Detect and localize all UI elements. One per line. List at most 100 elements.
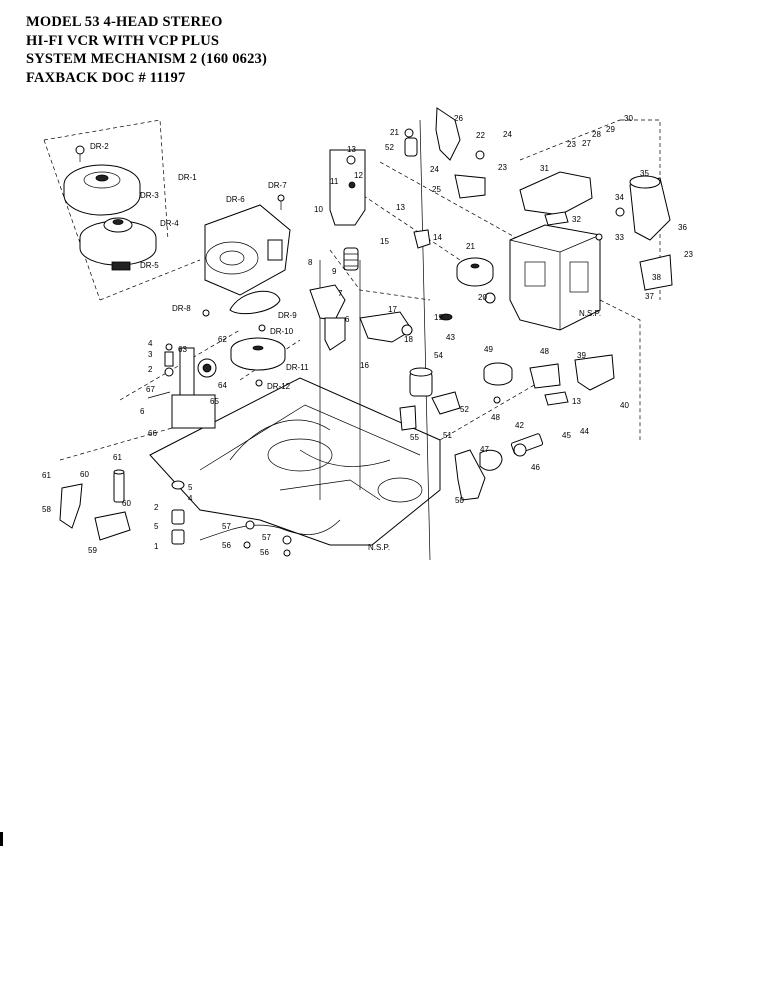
pin-stack-1-5 — [164, 343, 174, 377]
label-p57b: 57 — [262, 533, 271, 542]
part-14 — [413, 229, 431, 249]
label-p23c: 23 — [684, 250, 693, 259]
label-p8: 8 — [308, 258, 313, 267]
label-p66: 66 — [148, 429, 157, 438]
gear-18 — [401, 324, 413, 336]
screw-dr7 — [277, 194, 285, 210]
label-p11: 11 — [330, 177, 339, 186]
guide-50 — [454, 449, 486, 501]
label-p45: 45 — [562, 431, 571, 440]
label-p62: 62 — [218, 335, 227, 344]
label-dr3: DR-3 — [140, 191, 159, 200]
label-p49: 49 — [484, 345, 493, 354]
pin-stack-1-5-lower — [171, 480, 185, 545]
lever-6 — [324, 317, 346, 351]
post-61 — [113, 469, 125, 503]
label-p44: 44 — [580, 427, 589, 436]
label-p16: 16 — [360, 361, 369, 370]
label-p60b: 60 — [122, 499, 131, 508]
spring-9 — [343, 247, 359, 271]
label-p12: 12 — [354, 171, 363, 180]
label-p38: 38 — [652, 273, 661, 282]
pulley-dr4 — [79, 217, 157, 266]
faxback-doc-number: FAXBACK DOC # 11197 — [26, 69, 186, 86]
label-p55: 55 — [410, 433, 419, 442]
screw-dr2 — [75, 145, 85, 162]
label-p13b: 13 — [396, 203, 405, 212]
label-nsp1: N.S.P. — [579, 309, 601, 318]
label-p76: 26 — [454, 114, 463, 123]
pinch-roller-53 — [409, 367, 433, 397]
leader-lines — [43, 119, 661, 561]
label-p23: 23 — [498, 163, 507, 172]
label-p58: 58 — [42, 505, 51, 514]
label-dr9: DR-9 — [278, 311, 297, 320]
part-57b — [282, 535, 292, 545]
spring-43 — [544, 391, 569, 406]
product-subtitle: HI-FI VCR WITH VCP PLUS — [26, 32, 220, 49]
label-p30: 30 — [624, 114, 633, 123]
drive-frame-dr6 — [204, 204, 291, 296]
label-p60: 60 — [80, 470, 89, 479]
label-p21: 21 — [390, 128, 399, 137]
main-block-right — [509, 224, 601, 331]
part-57 — [245, 520, 255, 530]
gear-21 — [456, 257, 494, 287]
arm-assembly-74-76 — [404, 107, 486, 199]
label-p61b: 61 — [42, 471, 51, 480]
label-nsp2: N.S.P. — [368, 543, 390, 552]
label-p3: 3 — [148, 350, 153, 359]
label-p47: 47 — [480, 445, 489, 454]
part-55 — [399, 405, 417, 431]
label-p5b: 5 — [154, 522, 159, 531]
label-p2: 2 — [148, 365, 153, 374]
label-p64: 64 — [218, 381, 227, 390]
label-p18: 18 — [404, 335, 413, 344]
label-p65: 65 — [210, 397, 219, 406]
part-labels: DR-2 DR-1 DR-3 DR-4 DR-5 DR-6 DR-7 DR-8 … — [42, 114, 693, 557]
label-dr2: DR-2 — [90, 142, 109, 151]
label-dr11: DR-11 — [286, 363, 309, 372]
part-33 — [595, 233, 603, 241]
motor-35-36 — [629, 175, 671, 241]
screw-dr8 — [202, 309, 210, 317]
label-dr7: DR-7 — [268, 181, 287, 190]
label-p6b: 6 — [345, 315, 350, 324]
label-p56b: 56 — [260, 548, 269, 557]
arm-7 — [309, 284, 346, 321]
label-p48b: 48 — [491, 413, 500, 422]
label-dr1: DR-1 — [178, 173, 197, 182]
part-39 — [574, 354, 615, 391]
label-p52b: 52 — [460, 405, 469, 414]
label-p36: 36 — [678, 223, 687, 232]
label-p19: 19 — [434, 313, 443, 322]
label-p75: 25 — [432, 185, 441, 194]
bracket-37-38 — [639, 254, 673, 291]
model-title: MODEL 53 4-HEAD STEREO — [26, 14, 223, 30]
label-p23b: 23 — [567, 140, 576, 149]
screw-56b — [283, 549, 291, 557]
label-p39: 39 — [577, 351, 586, 360]
label-p28: 28 — [592, 130, 601, 139]
gear-49 — [483, 362, 513, 386]
label-p21b: 21 — [466, 242, 475, 251]
label-p61: 61 — [113, 453, 122, 462]
label-p48: 48 — [540, 347, 549, 356]
label-p17: 17 — [388, 305, 397, 314]
label-p6: 6 — [140, 407, 145, 416]
label-p34: 34 — [615, 193, 624, 202]
label-p51: 51 — [443, 431, 452, 440]
label-p33: 33 — [615, 233, 624, 242]
part-19 — [439, 313, 453, 321]
bracket-10-11 — [329, 149, 366, 226]
part-13 — [346, 155, 356, 165]
plate-31 — [519, 171, 593, 216]
label-dr10: DR-10 — [270, 327, 294, 336]
label-p27: 27 — [582, 139, 591, 148]
assembly-left-63-66 — [147, 347, 217, 429]
label-p46: 46 — [531, 463, 540, 472]
part-20 — [484, 292, 496, 304]
label-p14: 14 — [433, 233, 442, 242]
belt-dr9 — [229, 290, 281, 315]
label-p15: 15 — [380, 237, 389, 246]
